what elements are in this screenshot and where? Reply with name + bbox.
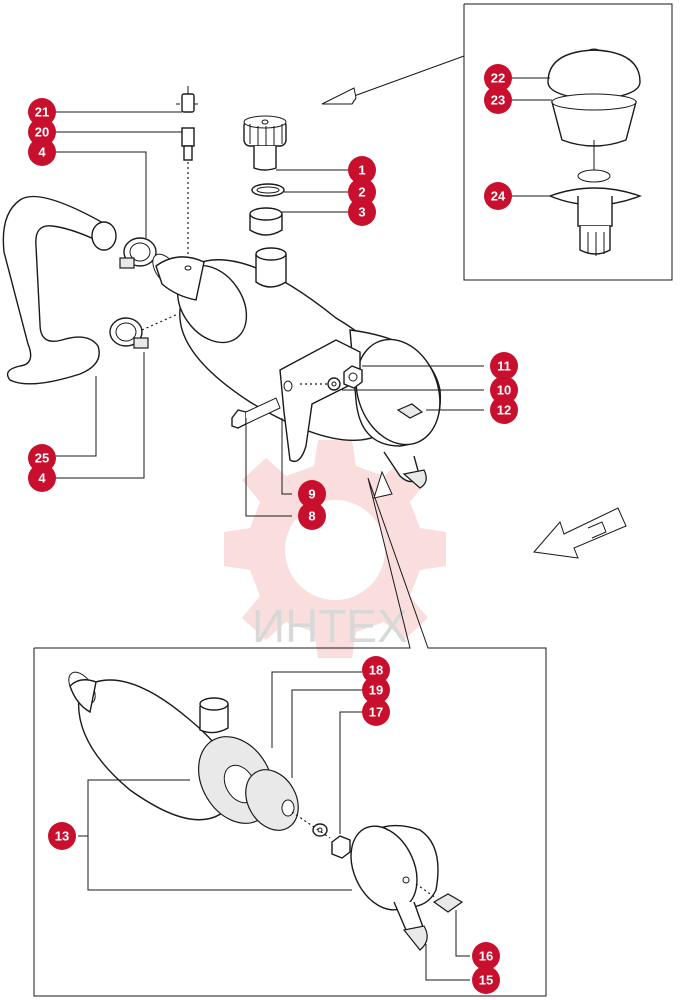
svg-text:19: 19: [369, 683, 383, 698]
svg-text:3: 3: [358, 205, 365, 220]
callout-23: 23: [484, 86, 512, 114]
flow-direction-arrow: [533, 507, 627, 559]
svg-text:18: 18: [369, 663, 383, 678]
intake-hose: [2, 195, 117, 385]
callout-15: 15: [472, 966, 500, 994]
safety-filter-element: [245, 769, 299, 831]
svg-text:9: 9: [308, 487, 315, 502]
svg-text:16: 16: [479, 949, 493, 964]
svg-text:21: 21: [35, 105, 49, 120]
nut-11: [343, 365, 363, 389]
svg-text:22: 22: [491, 71, 505, 86]
svg-text:4: 4: [38, 145, 46, 160]
callout-12: 12: [490, 396, 518, 424]
watermark-text: ИНТЕХ: [252, 600, 408, 652]
washer-10: [327, 377, 341, 391]
svg-text:12: 12: [497, 403, 511, 418]
callout-4-upper: 4: [28, 138, 56, 166]
svg-text:23: 23: [491, 93, 505, 108]
svg-text:15: 15: [479, 973, 493, 988]
svg-text:10: 10: [497, 383, 511, 398]
callout-3: 3: [348, 198, 376, 226]
svg-text:13: 13: [55, 829, 69, 844]
svg-text:17: 17: [369, 705, 383, 720]
inset-pointer-arrow-lower: [373, 470, 393, 499]
washer-lower: [312, 823, 328, 837]
rain-cap: [243, 115, 287, 171]
callout-10: 10: [490, 376, 518, 404]
restriction-sensor: [176, 86, 198, 113]
svg-text:4: 4: [38, 471, 46, 486]
callout-21-top: 21: [28, 98, 56, 126]
sensor-adapter: [181, 127, 195, 161]
callout-2: 2: [348, 178, 376, 206]
callout-18: 18: [362, 656, 390, 684]
air-cleaner-housing: [152, 247, 442, 489]
svg-text:11: 11: [497, 359, 511, 374]
hose-clamp-upper: [119, 237, 157, 269]
callout-8: 8: [298, 502, 326, 530]
svg-text:20: 20: [35, 125, 49, 140]
callout-17: 17: [362, 698, 390, 726]
hose-clamp-lower: [109, 317, 149, 349]
inset-frame-top: [463, 3, 673, 281]
callout-25: 25: [28, 444, 56, 472]
band-clamp-2: [251, 183, 285, 197]
callout-1: 1: [348, 156, 376, 184]
callout-9: 9: [298, 480, 326, 508]
filter-housing-body: [68, 671, 236, 821]
filter-cover-lower: [350, 824, 439, 951]
callout-13: 13: [48, 822, 76, 850]
prefilter-cap: [547, 48, 641, 147]
svg-text:2: 2: [358, 185, 365, 200]
callout-11: 11: [490, 352, 518, 380]
svg-text:1: 1: [358, 163, 365, 178]
adapter-cup-3: [249, 207, 283, 236]
callout-19: 19: [362, 676, 390, 704]
svg-text:25: 25: [35, 451, 49, 466]
callout-4-lower: 4: [28, 464, 56, 492]
callout-16: 16: [472, 942, 500, 970]
prefilter-base: [548, 140, 643, 256]
inset-pointer-arrow: [321, 55, 465, 105]
nut-lower: [331, 835, 351, 859]
svg-text:8: 8: [308, 509, 315, 524]
callout-22: 22: [484, 64, 512, 92]
callout-24: 24: [484, 182, 512, 210]
callout-20: 20: [28, 118, 56, 146]
inset-frame-bottom: [33, 477, 547, 997]
wing-nut-lower: [432, 893, 464, 913]
svg-text:24: 24: [491, 189, 506, 204]
